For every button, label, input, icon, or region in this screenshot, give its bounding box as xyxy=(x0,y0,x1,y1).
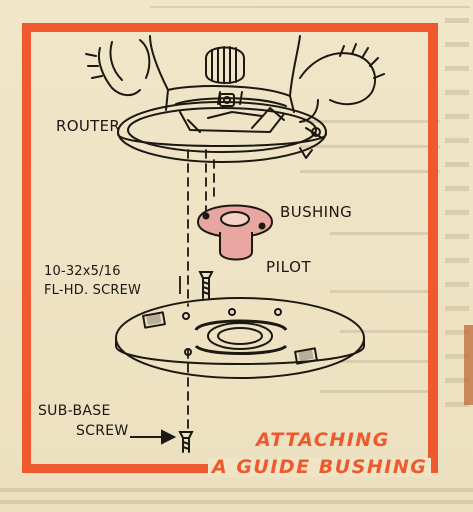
router-right-handle xyxy=(299,43,385,139)
flat-head-screw xyxy=(198,271,214,299)
screw-label-size: 10-32x5/16 xyxy=(44,264,121,279)
bushing-label: BUSHING xyxy=(280,203,353,221)
screw-label-type: FL-HD. SCREW xyxy=(44,283,142,298)
alignment-lines xyxy=(187,149,215,433)
sub-base-label: SUB-BASE xyxy=(38,403,111,419)
caption-line-1: ATTACHING xyxy=(256,429,390,451)
router-left-handle xyxy=(85,39,151,96)
arrow-right-icon xyxy=(130,429,177,445)
router-base xyxy=(117,101,327,163)
caption-line-2: A GUIDE BUSHING xyxy=(208,458,432,477)
pilot-label: PILOT xyxy=(266,258,312,276)
sub-base-screw-label: SCREW xyxy=(76,423,129,439)
sub-base-plate xyxy=(115,297,365,379)
router-label: ROUTER xyxy=(56,117,121,135)
router-body xyxy=(149,35,301,133)
router-top-knob xyxy=(205,46,245,84)
guide-bushing xyxy=(197,204,273,261)
sub-base-screw xyxy=(178,431,194,453)
